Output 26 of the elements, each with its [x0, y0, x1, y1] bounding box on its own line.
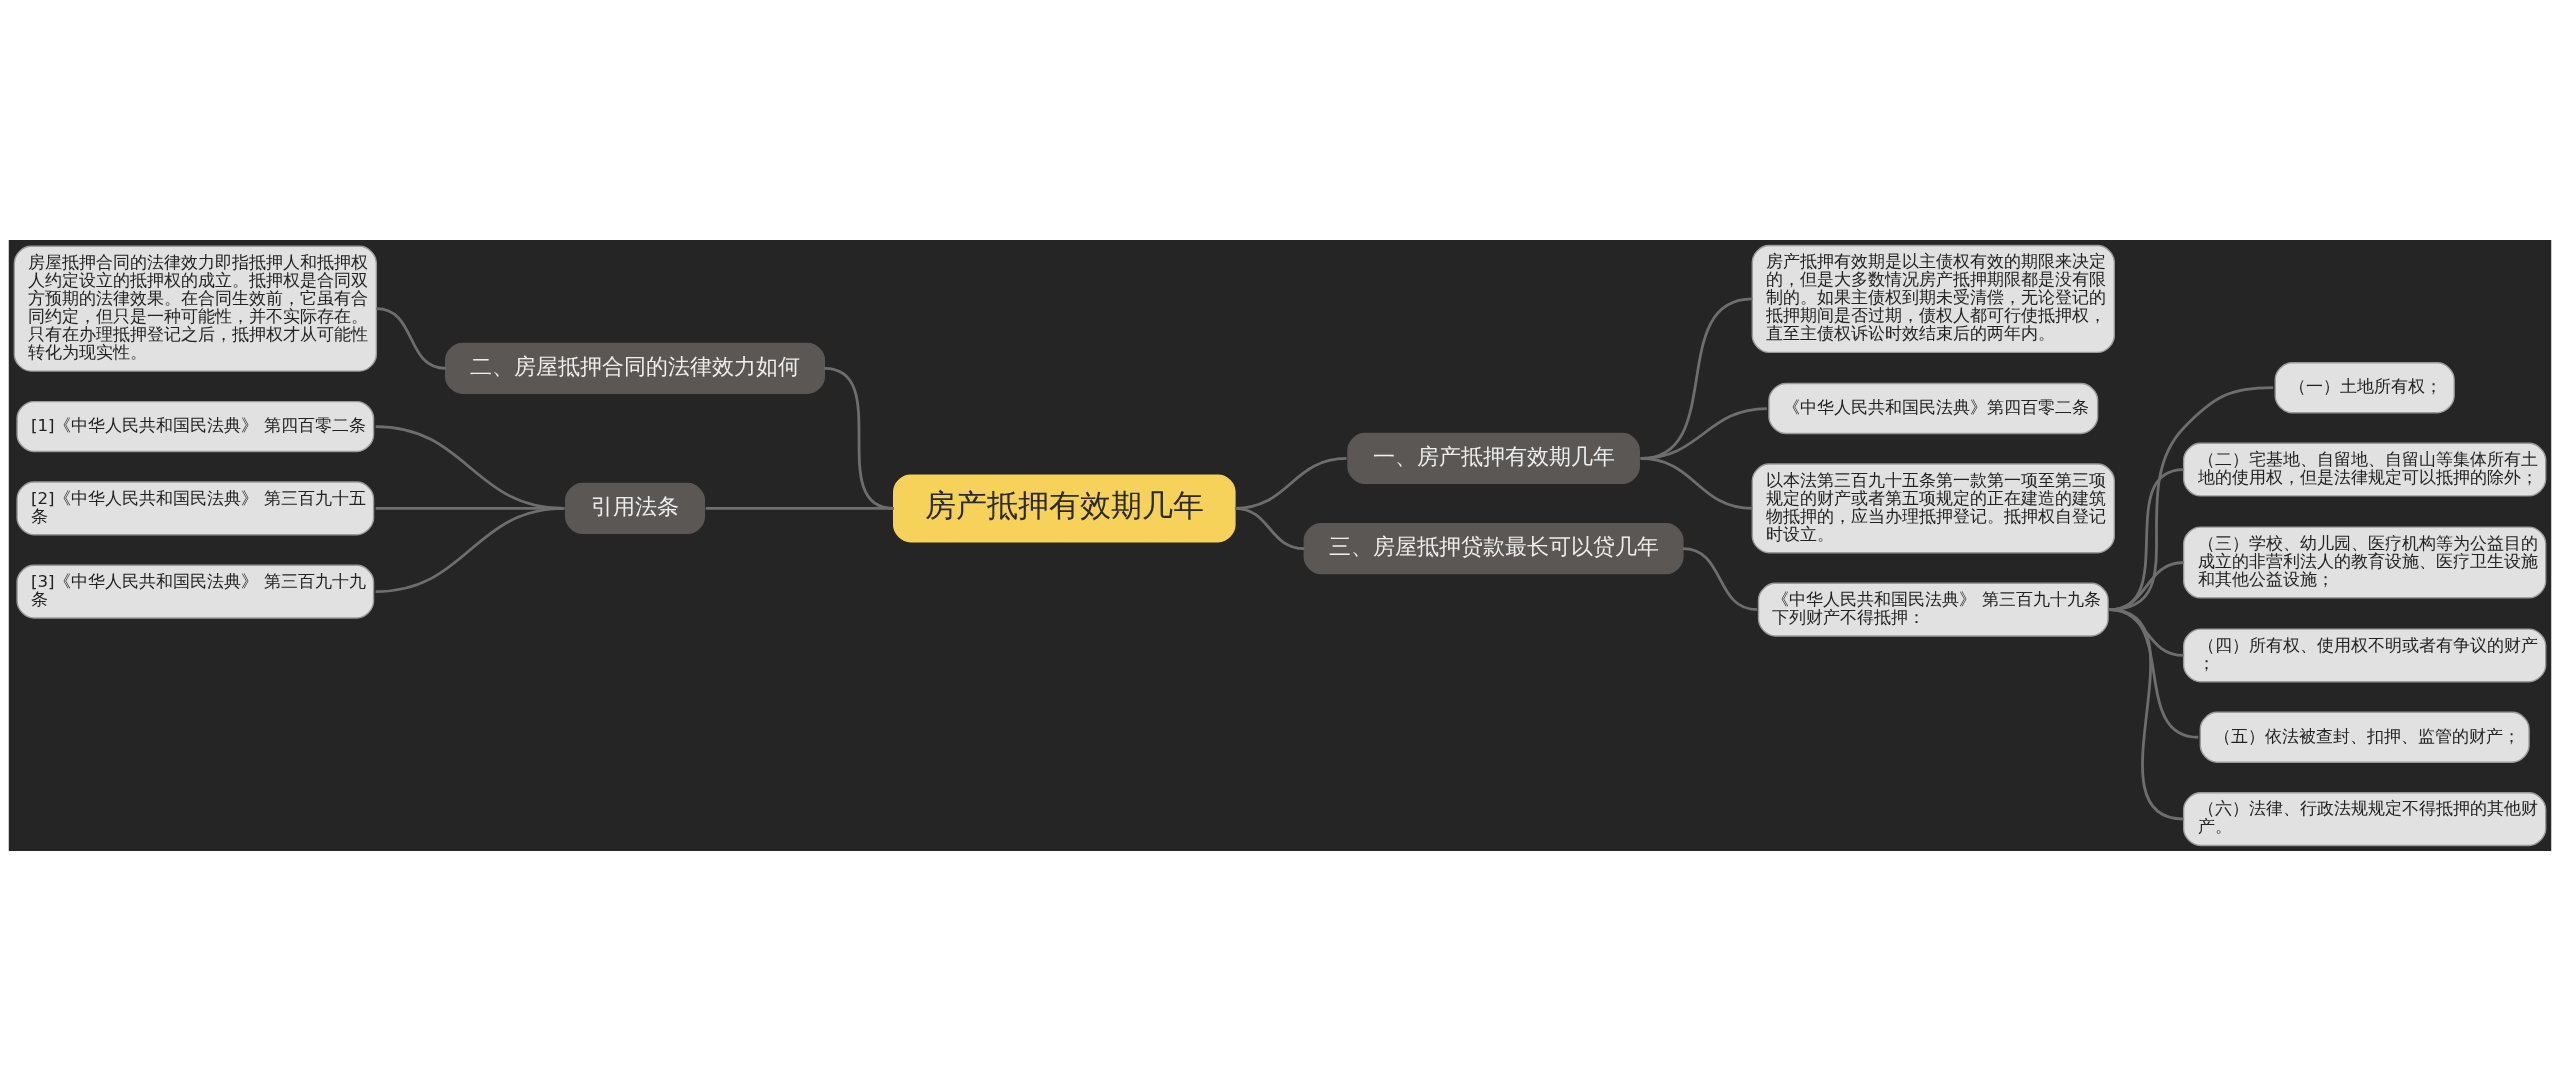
node-box: 一、房产抵押有效期几年: [1347, 432, 1640, 485]
node-box: （三）学校、幼儿园、医疗机构等为公益目的成立的非营利法人的教育设施、医疗卫生设施和其他公益设施；: [2182, 526, 2547, 599]
connector: [375, 507, 565, 593]
node-box: （二）宅基地、自留地、自留山等集体所有土地的使用权，但是法律规定可以抵押的除外；: [2182, 442, 2547, 497]
node-box: 《中华人民共和国民法典》 第三百九十九条 下列财产不得抵押：: [1757, 582, 2109, 637]
node-box: 引用法条: [564, 482, 706, 535]
node-box: （一）土地所有权；: [2274, 362, 2455, 414]
connector: [1234, 507, 1305, 550]
node-box: [1]《中华人民共和国民法典》 第四百零二条: [16, 400, 375, 453]
node-box: 房屋抵押合同的法律效力即指抵押人和抵押权人约定设立的抵押权的成立。抵押权是合同双方预期的法律效果。在合同生效前，它虽有合同约定，但只是一种可能性，并不实际存在。只有在办理抵押登记之后，抵押权才从可能性转化为现实性。: [13, 245, 378, 372]
node-box: （五）依法被查封、扣押、监管的财产；: [2199, 711, 2530, 763]
node-box: 房产抵押有效期几年: [893, 474, 1236, 543]
node-box: 房产抵押有效期是以主债权有效的期限来决定的，但是大多数情况房产抵押期限都是没有限制的。如果主债权到期未受清偿，无论登记的抵押期间是否过期，债权人都可行使抵押权，直至主债权诉讼时效结束后的两年内。: [1751, 244, 2115, 354]
node-box: （六）法律、行政法规规定不得抵押的其他财产。: [2182, 792, 2547, 847]
connector: [1682, 547, 1758, 612]
connector: [1640, 457, 1753, 510]
node-box: [3]《中华人民共和国民法典》 第三百九十九条: [16, 564, 375, 619]
connector: [705, 507, 894, 510]
node-box: [2]《中华人民共和国民法典》 第三百九十五条: [16, 481, 375, 536]
node-box: 以本法第三百九十五条第一款第一项至第三项规定的财产或者第五项规定的正在建造的建筑物抵押的，应当办理抵押登记。抵押权自登记时设立。: [1751, 463, 2115, 554]
node-box: 《中华人民共和国民法典》第四百零二条: [1768, 382, 2099, 435]
node-box: 三、房屋抵押贷款最长可以贷几年: [1303, 522, 1684, 575]
connector: [376, 307, 446, 370]
node-box: （四）所有权、使用权不明或者有争议的财产；: [2182, 628, 2547, 683]
connector: [2109, 608, 2184, 821]
node-box: 二、房屋抵押合同的法律效力如何: [445, 342, 826, 394]
